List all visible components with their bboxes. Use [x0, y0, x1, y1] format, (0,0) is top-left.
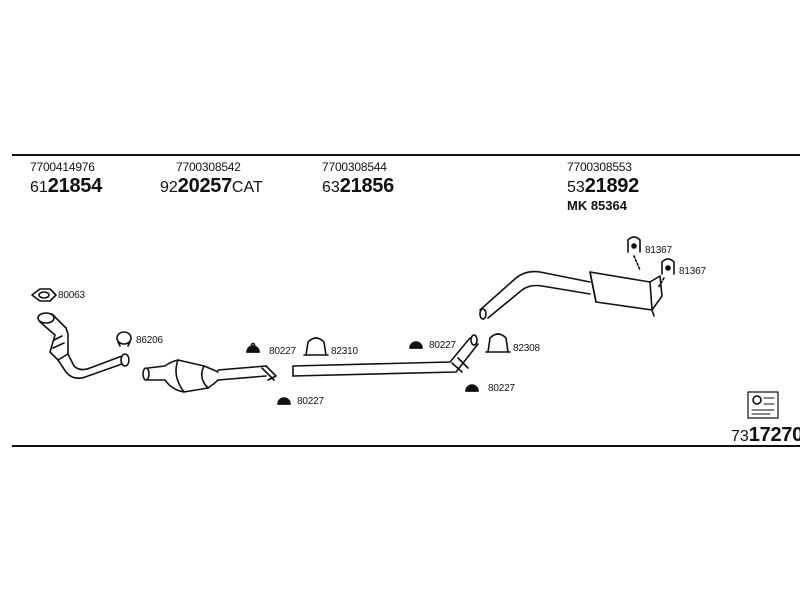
- part-2-oe-number: 7700308542: [176, 160, 241, 174]
- part-1-oe-number: 7700414976: [30, 160, 95, 174]
- part-3-main: 21856: [339, 175, 394, 197]
- fitting-label-u-clamp-2: 82308: [513, 343, 540, 354]
- part-3-prefix: 63: [322, 179, 340, 196]
- bolt-icon[interactable]: [246, 342, 260, 353]
- top-rule: [12, 154, 800, 156]
- hanger-icon[interactable]: [627, 236, 641, 271]
- rear-silencer-drawing[interactable]: [479, 270, 663, 320]
- fitting-label-bolt-4: 80227: [488, 383, 515, 394]
- fitting-label-hanger-1: 81367: [645, 245, 672, 256]
- part-2-suffix: CAT: [231, 179, 263, 196]
- catalytic-converter-drawing[interactable]: [142, 359, 277, 393]
- part-2-main: 20257: [177, 175, 232, 197]
- part-4-prefix: 53: [567, 179, 585, 196]
- part-1-main: 21854: [47, 175, 102, 197]
- fitting-label-u-clamp-1: 82310: [331, 346, 358, 357]
- kit-box-icon[interactable]: [747, 391, 779, 419]
- part-3-oe-number: 7700308544: [322, 160, 387, 174]
- gasket-icon[interactable]: [31, 288, 57, 302]
- kit-prefix: 73: [731, 428, 749, 445]
- part-2-number[interactable]: 9220257CAT: [160, 175, 263, 198]
- hanger-icon[interactable]: [657, 258, 675, 289]
- bottom-rule: [12, 445, 800, 447]
- clamp-icon[interactable]: [116, 331, 132, 347]
- kit-main: 17270: [748, 424, 800, 446]
- part-3-number[interactable]: 6321856: [322, 175, 394, 198]
- fitting-label-gasket: 80063: [58, 290, 85, 301]
- fitting-label-bolt-2: 80227: [429, 340, 456, 351]
- front-pipe-drawing[interactable]: [37, 312, 130, 380]
- part-4-oe-number: 7700308553: [567, 160, 632, 174]
- mounting-kit-label: MK 85364: [567, 198, 627, 213]
- u-clamp-icon[interactable]: [303, 337, 329, 356]
- part-1-prefix: 61: [30, 179, 48, 196]
- fitting-label-bolt-3: 80227: [297, 396, 324, 407]
- bolt-icon[interactable]: [465, 384, 479, 392]
- part-1-number[interactable]: 6121854: [30, 175, 102, 198]
- fitting-label-bolt-1: 80227: [269, 346, 296, 357]
- part-2-prefix: 92: [160, 179, 178, 196]
- fitting-label-clamp: 86206: [136, 335, 163, 346]
- part-4-number[interactable]: 5321892: [567, 175, 639, 198]
- kit-number[interactable]: 7317270: [731, 424, 800, 447]
- fitting-label-hanger-2: 81367: [679, 266, 706, 277]
- bolt-icon[interactable]: [409, 341, 423, 349]
- intermediate-pipe-drawing[interactable]: [292, 334, 479, 377]
- u-clamp-icon[interactable]: [485, 333, 511, 353]
- part-4-main: 21892: [584, 175, 639, 197]
- bolt-icon[interactable]: [277, 397, 291, 405]
